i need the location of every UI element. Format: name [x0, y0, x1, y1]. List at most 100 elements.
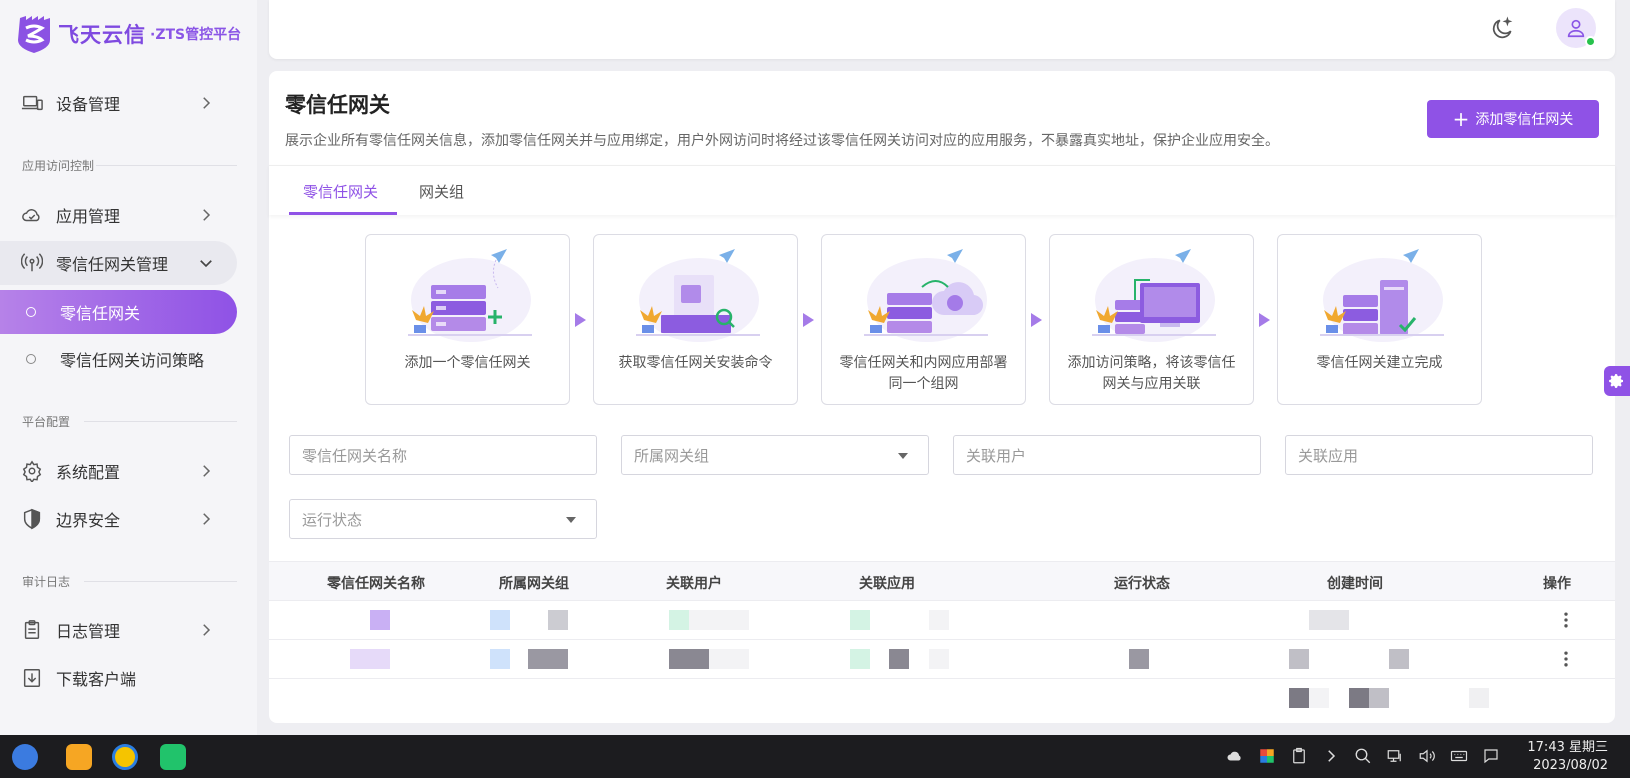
redacted-cell	[1369, 688, 1389, 708]
more-actions-icon[interactable]	[1556, 610, 1576, 630]
step-label-line-2: 网关与应用关联	[1102, 376, 1201, 392]
step-label-line-1: 零信任网关和内网应用部署	[839, 355, 1008, 371]
sidebar-item-system-config[interactable]: 系统配置	[0, 449, 237, 493]
table-row[interactable]	[269, 640, 1615, 679]
redacted-cell	[350, 649, 390, 669]
redacted-cell	[490, 610, 510, 630]
search-icon[interactable]	[1354, 747, 1372, 765]
redacted-cell	[490, 649, 510, 669]
filter-placeholder: 零信任网关名称	[302, 446, 408, 465]
sidebar-item-label: 下载客户端	[56, 670, 137, 689]
gateway-group-select[interactable]: 所属网关组	[621, 435, 929, 475]
browser-icon[interactable]	[112, 744, 138, 770]
chevron-right-icon	[203, 624, 211, 636]
volume-icon[interactable]	[1418, 747, 1436, 765]
tab-gateway-group[interactable]: 网关组	[419, 182, 465, 201]
table-row[interactable]	[269, 601, 1615, 640]
gateway-name-filter[interactable]: 零信任网关名称	[289, 435, 597, 475]
column-header-apps[interactable]: 关联应用	[859, 576, 915, 592]
sidebar-item-label: 边界安全	[56, 511, 121, 530]
redacted-cell	[1309, 688, 1329, 708]
sidebar-item-gateway[interactable]: 零信任网关	[0, 290, 237, 334]
gear-icon	[20, 459, 44, 483]
download-icon	[20, 666, 44, 690]
column-header-name[interactable]: 零信任网关名称	[327, 576, 425, 592]
redacted-cell	[1469, 688, 1489, 708]
column-header-created[interactable]: 创建时间	[1327, 576, 1383, 592]
chevron-down-icon	[200, 260, 212, 268]
settings-float-button[interactable]	[1604, 366, 1630, 396]
chat-app-icon[interactable]	[160, 744, 186, 770]
column-header-status[interactable]: 运行状态	[1114, 576, 1170, 592]
start-menu-icon[interactable]	[12, 744, 38, 770]
redacted-cell	[1389, 649, 1409, 669]
sidebar-item-download-client[interactable]: 下载客户端	[0, 656, 237, 700]
tab-bar: 零信任网关 网关组	[269, 165, 1615, 215]
clipboard-icon	[20, 618, 44, 642]
brand-logo[interactable]: 飞天云信 ·ZTS管控平台	[16, 14, 241, 54]
sidebar-item-app-mgmt[interactable]: 应用管理	[0, 193, 237, 237]
step-card-add-gateway: 添加一个零信任网关	[365, 234, 570, 405]
redacted-cell	[850, 610, 870, 630]
color-app-icon[interactable]	[1258, 747, 1276, 765]
bullet-icon	[26, 307, 36, 317]
section-divider	[96, 165, 237, 166]
notification-icon[interactable]	[1482, 747, 1500, 765]
dark-mode-icon[interactable]	[1489, 16, 1515, 42]
add-gateway-button[interactable]: + 添加零信任网关	[1427, 100, 1599, 138]
table-row[interactable]	[269, 679, 1615, 718]
gateway-complete-illustration	[1320, 249, 1444, 342]
network-icon[interactable]	[1386, 747, 1404, 765]
redacted-cell	[528, 649, 568, 669]
active-tab-indicator	[289, 212, 397, 215]
column-header-group[interactable]: 所属网关组	[499, 576, 569, 592]
redacted-cell	[1309, 610, 1349, 630]
redacted-cell	[709, 649, 749, 669]
sidebar-item-label: 零信任网关管理	[56, 255, 169, 274]
related-user-filter[interactable]: 关联用户	[953, 435, 1261, 475]
filter-placeholder: 运行状态	[302, 510, 363, 529]
sidebar-item-log-mgmt[interactable]: 日志管理	[0, 608, 237, 652]
section-label-audit: 审计日志	[22, 575, 71, 589]
sidebar-item-label: 系统配置	[56, 463, 121, 482]
clock-time: 17:43 星期三	[1527, 740, 1608, 755]
caret-down-icon	[898, 453, 908, 459]
tab-gateway[interactable]: 零信任网关	[303, 182, 379, 201]
cloud-check-icon	[20, 203, 44, 227]
clipboard-icon[interactable]	[1290, 747, 1308, 765]
antenna-icon	[20, 251, 44, 275]
more-actions-icon[interactable]	[1556, 649, 1576, 669]
sidebar-item-gateway-policy[interactable]: 零信任网关访问策略	[0, 337, 237, 381]
step-label: 添加一个零信任网关	[376, 353, 559, 374]
sidebar-item-border-security[interactable]: 边界安全	[0, 497, 237, 541]
keyboard-icon[interactable]	[1450, 747, 1468, 765]
step-card-complete: 零信任网关建立完成	[1277, 234, 1482, 405]
related-app-filter[interactable]: 关联应用	[1285, 435, 1593, 475]
clock-date: 2023/08/02	[1533, 758, 1608, 773]
sidebar-item-label: 日志管理	[56, 622, 121, 641]
step-arrow	[803, 313, 814, 327]
sidebar-item-device-mgmt[interactable]: 设备管理	[0, 81, 237, 125]
redacted-cell	[1289, 649, 1309, 669]
chevron-right-icon	[203, 209, 211, 221]
step-arrow	[1259, 313, 1270, 327]
step-arrow	[1031, 313, 1042, 327]
page-title: 零信任网关	[285, 93, 390, 117]
filter-placeholder: 关联用户	[966, 446, 1027, 465]
chevron-right-icon	[203, 97, 211, 109]
redacted-cell	[929, 649, 949, 669]
step-card-deploy-network: 零信任网关和内网应用部署 同一个组网	[821, 234, 1026, 405]
run-status-select[interactable]: 运行状态	[289, 499, 597, 539]
cloud-icon[interactable]	[1226, 747, 1244, 765]
app-launcher-icon[interactable]	[66, 744, 92, 770]
sidebar-item-gateway-mgmt[interactable]: 零信任网关管理	[0, 241, 237, 285]
column-header-users[interactable]: 关联用户	[666, 576, 722, 592]
sidebar-item-label: 应用管理	[56, 207, 121, 226]
section-label-platform: 平台配置	[22, 415, 71, 429]
shield-icon	[20, 507, 44, 531]
user-avatar[interactable]	[1556, 8, 1596, 48]
filter-placeholder: 所属网关组	[634, 446, 710, 465]
system-clock[interactable]: 17:43 星期三 2023/08/02	[1527, 739, 1608, 775]
chevron-right-icon	[203, 465, 211, 477]
chevron-right-icon[interactable]	[1322, 747, 1340, 765]
